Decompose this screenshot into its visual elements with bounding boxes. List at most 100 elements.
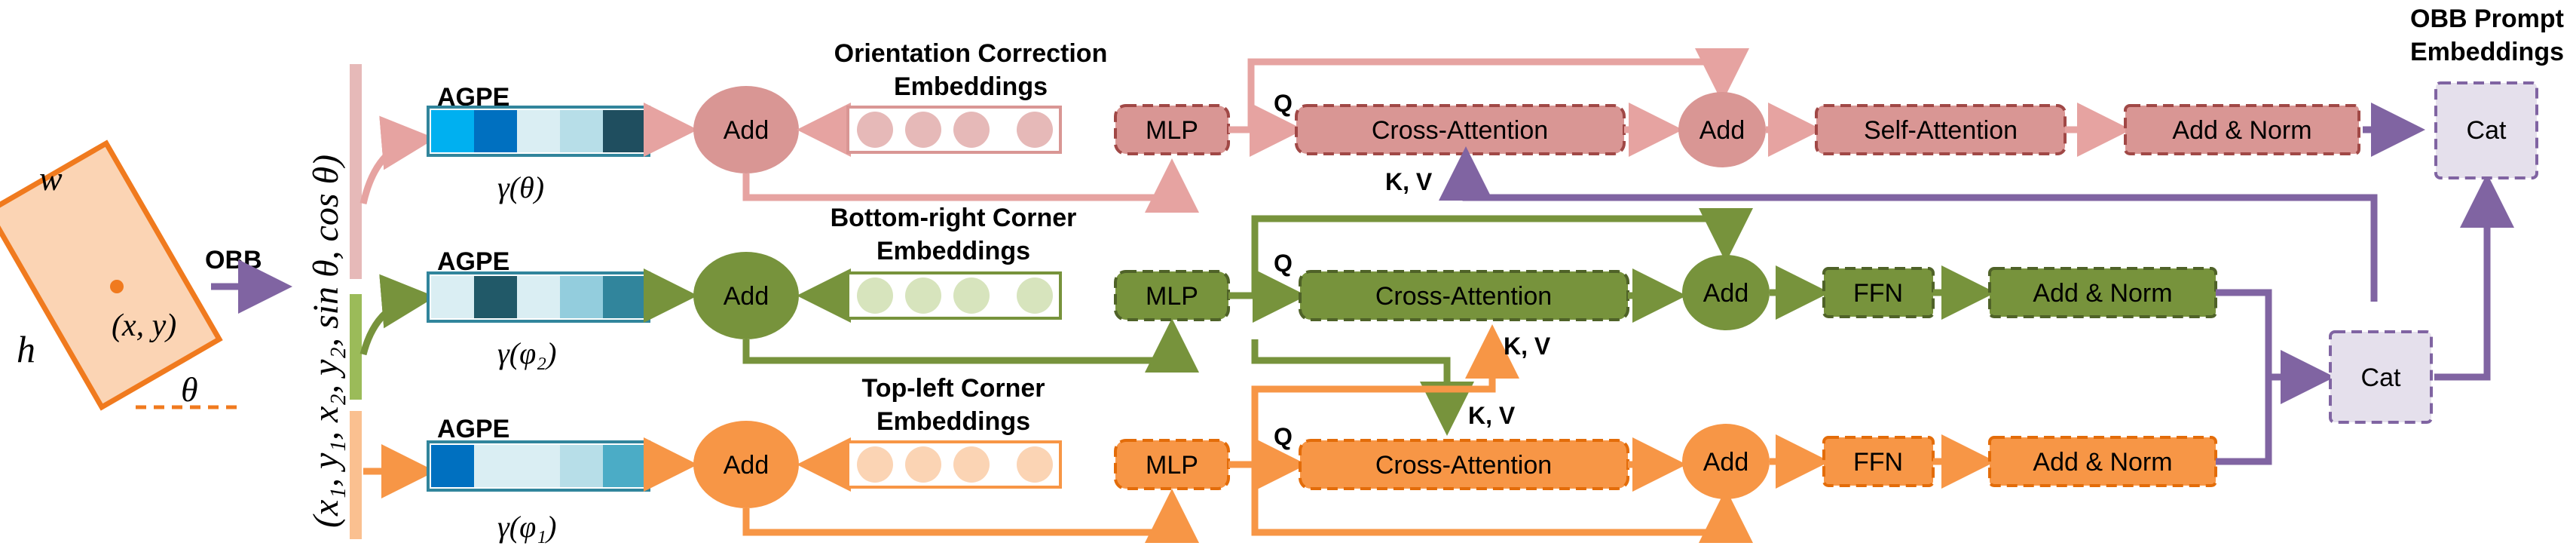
mlp-mid: MLP [1114, 270, 1230, 321]
q-label-bot: Q [1274, 423, 1293, 450]
cross-attention-bot: Cross-Attention [1299, 439, 1629, 490]
addnorm-bot-to-cat [2216, 377, 2272, 465]
cross-attention-mid: Cross-Attention [1299, 270, 1629, 321]
agpe-bot-cell [603, 445, 646, 487]
kv-orange-to-green [1251, 324, 1519, 513]
agpe-label-bot: AGPE [437, 415, 509, 443]
obb-arrow-label: OBB [205, 246, 262, 274]
obb-height-label: h [17, 328, 35, 370]
gamma-theta-label: γ(θ) [497, 170, 544, 204]
agpe-mid-cell [603, 276, 646, 318]
obb-center-label: (x, y) [112, 308, 176, 343]
mlp-top: MLP [1114, 104, 1230, 155]
agpe-top-cell [560, 110, 603, 152]
obb-rectangle [0, 140, 223, 411]
self-attention-top: Self-Attention [1815, 104, 2067, 155]
add2-node-bot: Add [1682, 424, 1770, 499]
add-to-mlp-top [742, 158, 1199, 213]
agpe-bot-cell [474, 445, 517, 487]
addnorm-mid-to-cat [2216, 289, 2335, 404]
agpe-mid: AGPE γ(φ₂) [427, 247, 650, 370]
branch-bar-orientation [350, 64, 362, 279]
svg-text:Add: Add [724, 282, 769, 311]
mlp-to-add2-mid [1228, 208, 1753, 299]
svg-text:Add & Norm: Add & Norm [2033, 279, 2172, 308]
agpe-mid-cell [517, 276, 560, 318]
svg-text:Cross-Attention: Cross-Attention [1375, 282, 1552, 311]
svg-text:Add & Norm: Add & Norm [2033, 448, 2172, 477]
agpe-label-mid: AGPE [437, 247, 509, 276]
agpe-bot-cell [517, 445, 560, 487]
add2-node-mid: Add [1682, 255, 1770, 330]
svg-text:Self-Attention: Self-Attention [1864, 116, 2018, 145]
agpe-top-cell [603, 110, 646, 152]
q-label-mid: Q [1274, 250, 1293, 277]
svg-text:MLP: MLP [1146, 282, 1198, 311]
add-node-mid: Add [693, 252, 799, 339]
svg-text:Add: Add [1699, 116, 1745, 145]
mlp-to-ca-top [1228, 48, 1749, 133]
cat-middle: Cat [2329, 330, 2433, 424]
svg-text:MLP: MLP [1146, 116, 1198, 145]
agpe-mid-cell [431, 276, 474, 318]
add-norm-top: Add & Norm [2124, 104, 2360, 155]
gamma-phi1-label: γ(φ₁) [497, 510, 556, 544]
add-node-bot: Add [693, 421, 799, 508]
cat-to-final-cat [2434, 173, 2514, 381]
add-node-top: Add [693, 86, 799, 173]
kv-label-top: K, V [1385, 168, 1433, 195]
orientation-embeddings [846, 106, 1062, 154]
agpe-bot: AGPE γ(φ₁) [427, 415, 650, 544]
branch-arrow-bottom-right [359, 274, 436, 356]
agpe-mid-cell [474, 276, 517, 318]
svg-text:Cross-Attention: Cross-Attention [1375, 451, 1552, 480]
kv-to-ca-top [1439, 146, 2378, 302]
branch-bar-top-left [350, 411, 362, 539]
obb-width-label: w [39, 159, 63, 198]
branch-bar-bottom-right [350, 294, 362, 400]
kv-label-orange: K, V [1468, 402, 1516, 429]
theta-label: θ [181, 370, 198, 409]
add-to-mlp-mid [742, 318, 1199, 373]
add2-node-top: Add [1678, 92, 1766, 167]
svg-text:Add & Norm: Add & Norm [2172, 116, 2311, 145]
obb-center-point [110, 280, 124, 293]
obb-input-figure: w h (x, y) θ [0, 140, 241, 411]
svg-text:Add: Add [1703, 279, 1749, 308]
agpe-top-cell [431, 110, 474, 152]
obb-vector-label: (x₁, y₁, x₂, y₂, sin θ, cos θ) [306, 155, 346, 528]
mlp-bot: MLP [1114, 439, 1230, 490]
q-label-top: Q [1274, 90, 1293, 117]
cat-final: Cat [2434, 81, 2538, 179]
svg-text:MLP: MLP [1146, 451, 1198, 480]
agpe-mid-cell [560, 276, 603, 318]
agpe-bot-cell [431, 445, 474, 487]
add-to-mlp-bot [742, 489, 1199, 543]
svg-text:Add: Add [724, 116, 769, 145]
kv-green-to-orange [1251, 339, 1474, 436]
add-norm-mid: Add & Norm [1988, 267, 2217, 318]
svg-text:Cat: Cat [2467, 116, 2507, 145]
ffn-mid: FFN [1822, 267, 1935, 318]
svg-text:Add: Add [1703, 448, 1749, 477]
mlp-to-add2-bot [1228, 461, 1753, 543]
add-norm-bot: Add & Norm [1988, 436, 2217, 487]
branch-arrow-orientation [359, 115, 436, 204]
svg-text:FFN: FFN [1853, 448, 1903, 477]
agpe-bot-cell [560, 445, 603, 487]
agpe-top-cell [517, 110, 560, 152]
agpe-top-cell [474, 110, 517, 152]
cross-attention-top: Cross-Attention [1295, 104, 1626, 155]
svg-text:FFN: FFN [1853, 279, 1903, 308]
ffn-bot: FFN [1822, 436, 1935, 487]
top-left-embeddings [846, 440, 1062, 489]
kv-label-green: K, V [1504, 333, 1551, 360]
svg-text:Cross-Attention: Cross-Attention [1372, 116, 1548, 145]
svg-text:Add: Add [724, 451, 769, 480]
agpe-top: AGPE γ(θ) [427, 83, 650, 204]
